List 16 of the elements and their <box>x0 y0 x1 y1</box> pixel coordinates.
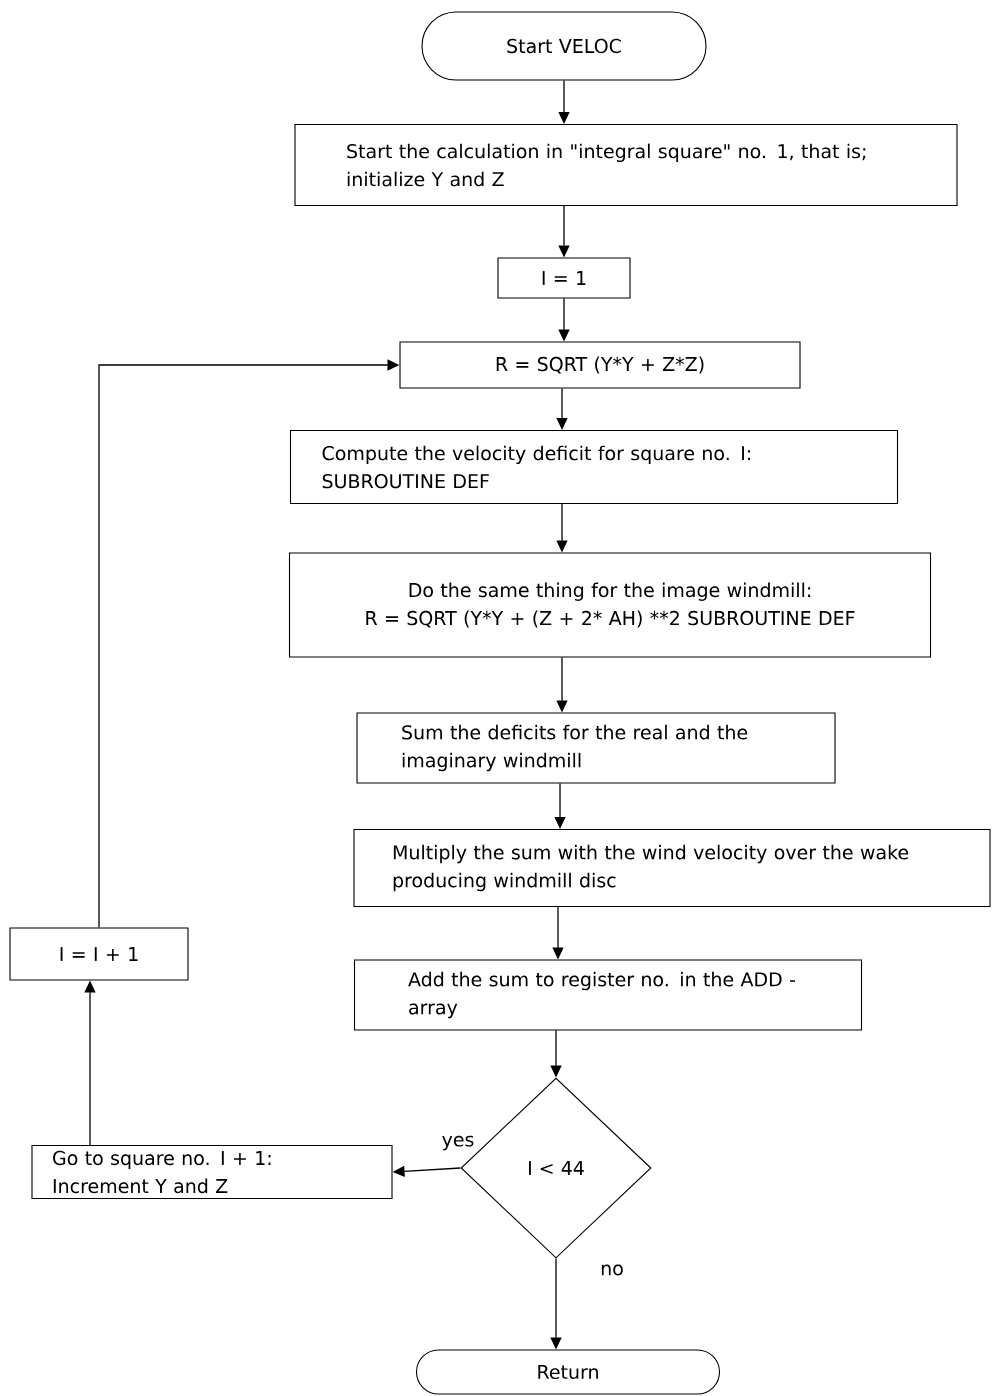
arrow <box>556 387 568 430</box>
process-box: R = SQRT (Y*Y + Z*Z) <box>399 341 801 389</box>
process-box: Compute the velocity deficit for square no. I: SUBROUTINE DEF <box>289 429 899 505</box>
terminal-box: Return <box>415 1349 721 1395</box>
process-box: I = 1 <box>497 257 631 299</box>
process-box: I = I + 1 <box>9 927 189 981</box>
arrow <box>558 79 570 124</box>
arrow <box>554 782 566 829</box>
process-box: Do the same thing for the image windmill: R = SQRT (Y*Y + (Z + 2* AH) **2 SUBROUTINE DEF <box>288 552 932 658</box>
process-box: Multiply the sum with the wind velocity over the wake producing windmill disc <box>353 828 991 908</box>
edge-label: no <box>599 1263 625 1277</box>
process-box: Add the sum to register no. in the ADD - array <box>353 959 863 1031</box>
terminal-box: Start VELOC <box>421 11 707 81</box>
process-box: Sum the deficits for the real and the imaginary windmill <box>356 712 836 784</box>
process-box: Start the calculation in "integral square" no. 1, that is; initialize Y and Z <box>294 123 958 207</box>
process-box: Go to square no. I + 1: Increment Y and Z <box>31 1144 393 1200</box>
